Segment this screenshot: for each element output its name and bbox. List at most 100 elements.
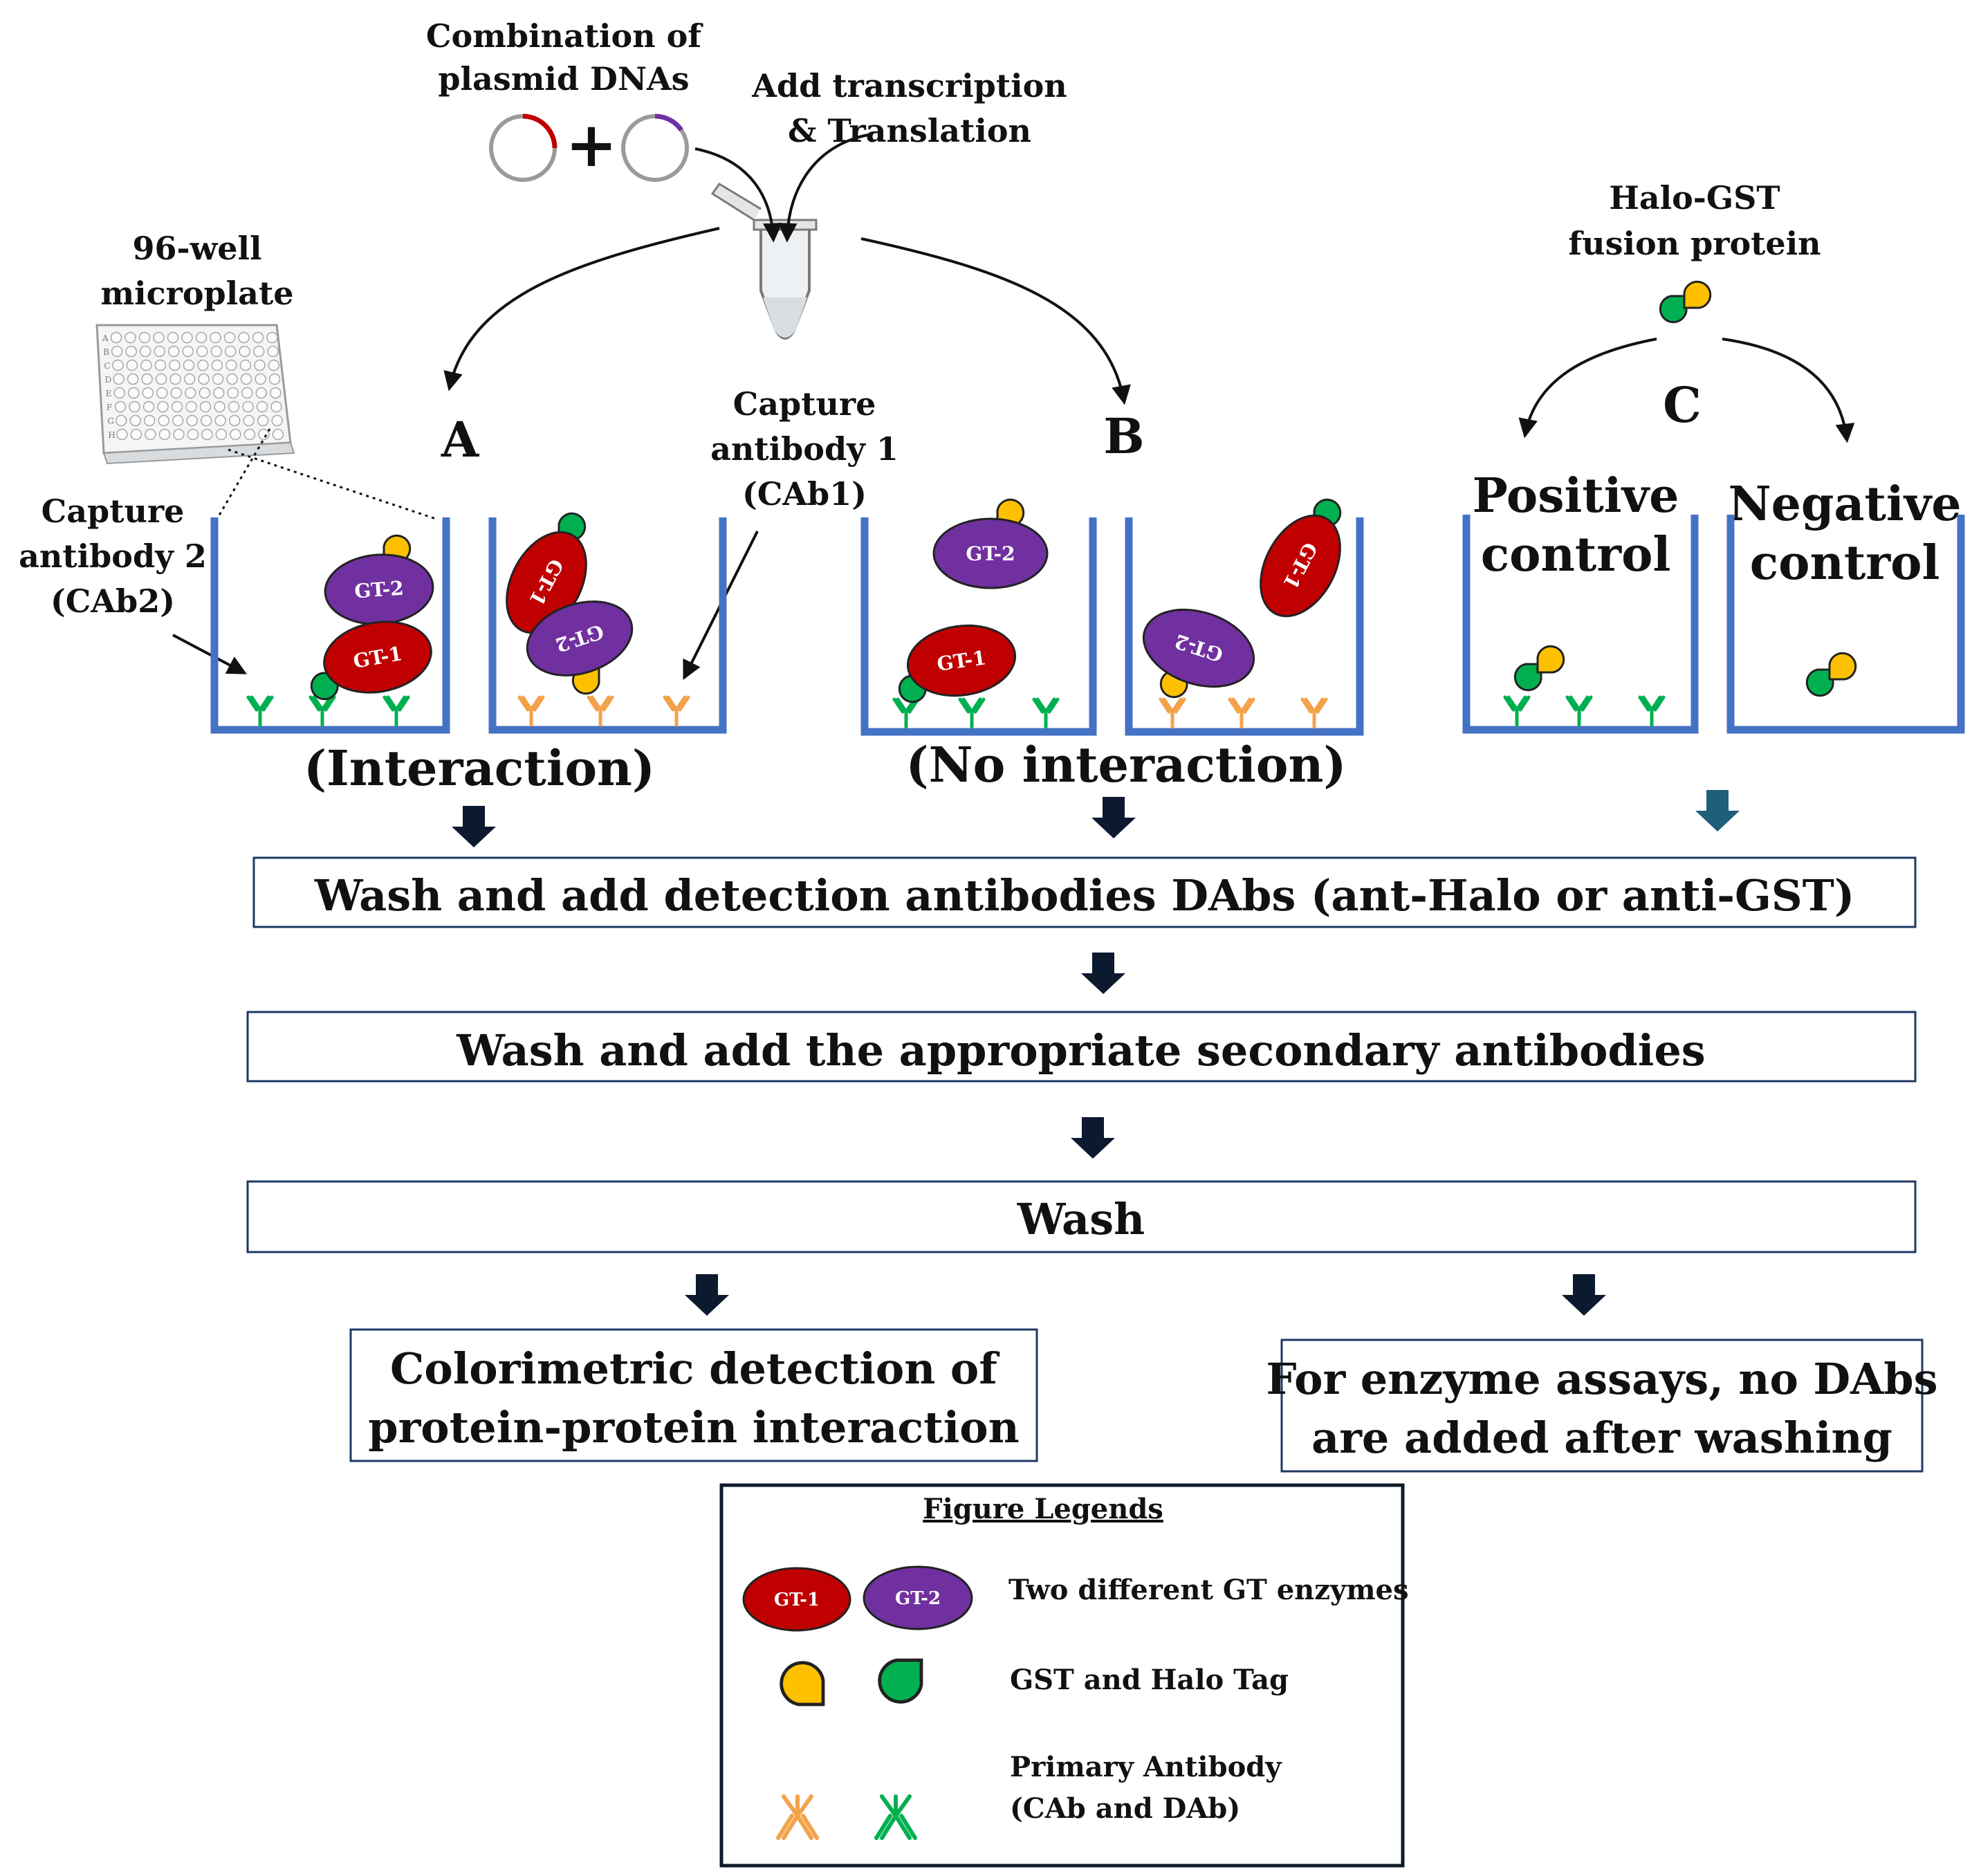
plate-well [197,359,209,371]
capture-antibodies [248,697,1664,727]
plate-well [129,401,140,413]
plate-well [254,359,266,371]
plate-well [213,387,225,399]
tube-to-b-arrow [860,237,1131,405]
plate-well [182,345,194,358]
plate-well [195,331,208,344]
enzyme-assay-line2: are added after washing [1311,1413,1892,1463]
plate-well [142,401,155,413]
cab1-antibody [1230,699,1253,727]
plate-well [214,414,226,427]
enzymes: GT-2 GT-1 GT-1 GT-2 GT-2 GT-1 GT-2 GT-1 [323,514,1341,697]
plate-well [252,331,264,344]
gt1-enzyme: GT-1 [906,624,1017,697]
plate-row-letter: D [105,375,112,385]
tube-to-a-arrow [443,227,720,392]
step2-text: Wash and add the appropriate secondary a… [456,1025,1705,1076]
panel-b-letter: B [1103,407,1144,465]
ivt-label-line1: Add transcription [751,67,1067,104]
svg-text:GT-2: GT-2 [966,542,1015,565]
interaction-label: (Interaction) [304,739,655,797]
plate-well [171,401,183,413]
halo-to-negative-arrow [1722,338,1855,443]
plate-well [127,373,139,385]
plate-well [267,345,279,358]
plate-well [154,359,167,371]
cab2-antibody [311,697,334,725]
plate-well [185,387,196,399]
positive-label-line2: control [1481,527,1671,582]
plate-well [113,387,126,399]
cab2-label-line3: (CAb2) [50,582,175,620]
plate-well [141,373,153,385]
step1-text: Wash and add detection antibodies DAbs (… [314,870,1854,921]
cab1-antibody [1302,699,1326,727]
well-b1 [860,517,1097,736]
plate-well [228,401,240,413]
plate-well [228,414,241,427]
plate-well [113,373,125,385]
plate-well [140,359,152,371]
plate-well [258,428,270,441]
enzyme-assay-line1: For enzyme assays, no DAbs [1266,1354,1937,1404]
plate-row-letter: A [102,333,109,343]
negative-label-line2: control [1750,535,1940,591]
no-interaction-label: (No interaction) [905,736,1346,793]
plate-well [115,414,127,427]
cab1-label-line1: Capture [733,385,876,423]
cab2-pointer-arrow [172,634,247,674]
step-boxes: Wash and add detection antibodies DAbs (… [246,856,1938,1473]
legend-box [719,1483,1405,1868]
plate-well [210,345,222,358]
plate-well [153,331,165,344]
plate-well [158,414,169,427]
plate-well [270,401,282,413]
well-negative [1726,515,1965,734]
cab2-label-line2: antibody 2 [19,537,207,575]
plate-well [243,414,255,427]
plate-well [199,401,212,413]
plate-well [210,331,221,344]
plate-well [271,414,283,427]
legend-orange-antibody-icon [776,1794,819,1840]
down-arrow-icon [1091,797,1136,838]
plate-well [198,373,210,385]
plate-well [226,373,238,385]
step1-box [252,856,1917,928]
plate-well [201,428,213,441]
well-a1 [210,517,450,734]
plate-well [240,373,252,385]
cab2-antibody [385,697,408,725]
step3-text: Wash [1017,1194,1145,1244]
cab2-antibody [1034,699,1058,727]
plate-well [270,387,282,399]
plate-well [211,359,223,371]
zoom-line-left [216,428,271,518]
plate-well [110,331,122,344]
plasmid-purple-icon [621,113,689,182]
plate-well [241,387,253,399]
gst-tag-icon [1683,280,1712,309]
plasmid-section: Combination of plasmid DNAs + Add transc… [426,17,1131,405]
plate-well [196,345,208,358]
panel-a-letter: A [441,411,480,468]
plate-well [142,387,154,399]
plate-well [116,428,128,441]
cab1-antibody [665,697,688,725]
plate-well [139,345,151,358]
plate-well [272,428,284,441]
plate-well [242,401,254,413]
legend-green-antibody-icon [874,1794,917,1840]
plate-well [243,428,256,441]
plate-row-letter: C [104,361,110,371]
gt1-enzyme: GT-1 [323,620,432,694]
enzyme-assay-box [1280,1339,1924,1473]
wells [210,515,1965,736]
halo-gst-section: Halo-GST fusion protein [1518,179,1855,443]
plate-well [199,387,211,399]
plate-row-letter: B [103,347,109,357]
plate-well [183,373,196,385]
panel-c-letter: C [1663,376,1702,434]
halo-gst-label-line2: fusion protein [1568,225,1821,262]
step3-box [246,1180,1917,1253]
